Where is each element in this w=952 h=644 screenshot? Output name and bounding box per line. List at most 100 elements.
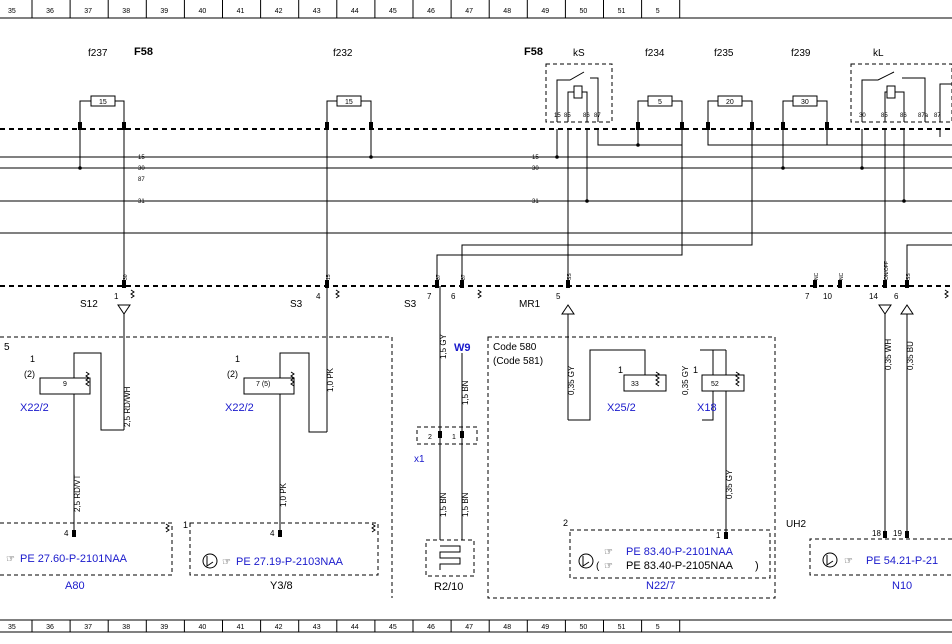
ruler-number: 35 (8, 8, 16, 15)
svg-text:87a: 87a (918, 113, 929, 119)
svg-text:X18: X18 (697, 402, 717, 414)
svg-text:6: 6 (451, 292, 456, 301)
lower-wiring (73, 286, 908, 540)
svg-text:85: 85 (564, 113, 571, 119)
relay-ks: 15 85 86 87 (545, 63, 613, 123)
svg-text:10: 10 (823, 292, 832, 301)
module-a80: 4 ☞ PE 27.60-P-2101NAA A80 (0, 522, 173, 592)
svg-text:87: 87 (138, 177, 145, 183)
svg-text:1,0 PK: 1,0 PK (279, 482, 288, 507)
fuse-label-f234: f234 (645, 48, 665, 59)
svg-text:1: 1 (30, 354, 35, 364)
svg-text:86: 86 (583, 113, 590, 119)
switch-x18: 1 52 X18 (693, 365, 745, 414)
svg-text:4: 4 (270, 529, 275, 538)
ground-w9: W9 (454, 342, 471, 354)
svg-text:1: 1 (618, 365, 623, 375)
svg-text:1: 1 (183, 520, 188, 530)
svg-text:30: 30 (859, 113, 866, 119)
fuse-label-f235: f235 (714, 48, 734, 59)
ruler-number: 41 (237, 624, 245, 631)
svg-text:X25/2: X25/2 (607, 402, 636, 414)
ruler-number: 36 (46, 624, 54, 631)
ruler-number: 49 (541, 8, 549, 15)
svg-text:30: 30 (532, 166, 539, 172)
fuse-label-f237: f237 (88, 48, 108, 59)
ruler-number: 36 (46, 8, 54, 15)
svg-text:15: 15 (326, 274, 332, 280)
svg-text:87: 87 (594, 113, 601, 119)
fuse-f232: 15 (325, 95, 373, 130)
svg-text:1,5 GY: 1,5 GY (439, 333, 448, 359)
svg-text:PE 83.40-P-2105NAA: PE 83.40-P-2105NAA (626, 560, 734, 572)
frame-mark: 5 (4, 342, 10, 353)
fuse-label-f239: f239 (791, 48, 811, 59)
svg-text:15: 15 (532, 155, 539, 161)
ruler-number: 43 (313, 624, 321, 631)
svg-text:87: 87 (934, 113, 941, 119)
svg-text:31: 31 (532, 199, 539, 205)
svg-text:NC: NC (814, 272, 820, 280)
relay-kl: 30 85 86 87a 87 (850, 63, 952, 123)
relay-label-kl: kL (873, 48, 884, 59)
ruler-number: 40 (199, 624, 207, 631)
svg-text:(Code 581): (Code 581) (493, 356, 543, 367)
svg-text:☞: ☞ (604, 561, 613, 572)
svg-text:31: 31 (138, 199, 145, 205)
group-label-f58: F58 (524, 46, 543, 58)
ruler-number: 38 (122, 624, 130, 631)
svg-text:): ) (755, 560, 759, 572)
ruler-number: 50 (580, 8, 588, 15)
svg-text:☞: ☞ (6, 554, 15, 565)
svg-text:1: 1 (693, 365, 698, 375)
ruler-number: 49 (541, 624, 549, 631)
svg-text:5: 5 (658, 99, 662, 106)
fuse-f237: 15 (78, 95, 126, 130)
svg-text:18: 18 (872, 529, 881, 538)
svg-text:1: 1 (452, 434, 456, 441)
svg-text:0,35 WH: 0,35 WH (884, 339, 893, 370)
svg-text:Code 580: Code 580 (493, 342, 537, 353)
ruler-number: 41 (237, 8, 245, 15)
svg-text:S12: S12 (80, 299, 98, 310)
ruler-number: 37 (84, 624, 92, 631)
svg-text:85: 85 (881, 113, 888, 119)
svg-text:15: 15 (345, 99, 353, 106)
svg-text:4: 4 (316, 292, 321, 301)
socket-labels: S12 1 S3 4 S3 7 6 MR1 5 7 10 14 6 (80, 289, 949, 315)
svg-text:PE 83.40-P-2101NAA: PE 83.40-P-2101NAA (626, 546, 734, 558)
ruler-number: 48 (503, 624, 511, 631)
svg-text:87: 87 (436, 274, 442, 280)
relay-label-ks: kS (573, 48, 585, 59)
svg-text:☞: ☞ (604, 547, 613, 558)
svg-text:S3: S3 (404, 299, 417, 310)
svg-text:0,35 GY: 0,35 GY (567, 365, 576, 395)
svg-text:1,5 BN: 1,5 BN (461, 380, 470, 405)
svg-text:SS: SS (567, 273, 573, 280)
svg-text:0,35 BU: 0,35 BU (906, 341, 915, 370)
ruler-number: 47 (465, 624, 473, 631)
fuse-f239: 30 (781, 95, 829, 130)
svg-text:N22/7: N22/7 (646, 580, 675, 592)
svg-text:1: 1 (716, 531, 721, 540)
ruler-number: 43 (313, 8, 321, 15)
module-y3-8: 1 4 ☞ PE 27.19-P-2103NAA Y3/8 (183, 520, 379, 592)
svg-text:☞: ☞ (844, 556, 853, 567)
svg-text:PE 27.60-P-2101NAA: PE 27.60-P-2101NAA (20, 553, 128, 565)
svg-text:UH2: UH2 (786, 519, 806, 530)
svg-text:SS: SS (906, 273, 912, 280)
svg-text:PE 27.19-P-2103NAA: PE 27.19-P-2103NAA (236, 556, 344, 568)
svg-text:86: 86 (900, 113, 907, 119)
svg-text:1,5 BN: 1,5 BN (439, 492, 448, 517)
svg-text:7: 7 (805, 292, 810, 301)
svg-text:A80: A80 (65, 580, 85, 592)
svg-text:30: 30 (138, 166, 145, 172)
ruler-number: 51 (618, 8, 626, 15)
ruler-number: 46 (427, 624, 435, 631)
svg-text:87: 87 (461, 274, 467, 280)
svg-text:(2): (2) (227, 369, 238, 379)
svg-text:PE 54.21-P-21: PE 54.21-P-21 (866, 555, 938, 567)
svg-text:1,0 PK: 1,0 PK (326, 367, 335, 392)
ruler-number: 5 (656, 624, 660, 631)
